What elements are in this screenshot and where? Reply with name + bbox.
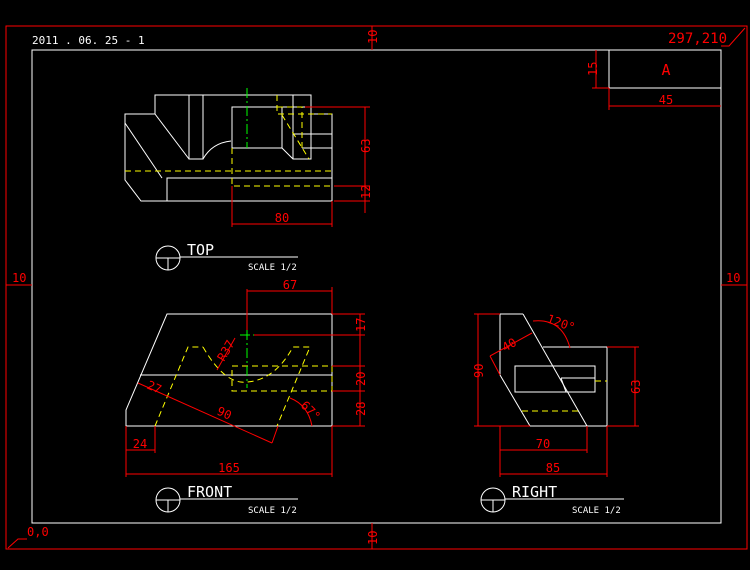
svg-text:80: 80 <box>275 211 289 225</box>
svg-text:24: 24 <box>133 437 147 451</box>
inner-frame <box>31 49 722 524</box>
svg-text:297,210: 297,210 <box>668 31 727 47</box>
svg-text:63: 63 <box>359 139 373 153</box>
svg-text:85: 85 <box>546 461 560 475</box>
svg-text:67°: 67° <box>298 398 323 423</box>
top-view-label: TOP SCALE 1/2 <box>155 241 298 273</box>
outer-frame <box>5 25 748 550</box>
svg-text:120°: 120° <box>545 312 577 335</box>
svg-text:0,0: 0,0 <box>27 525 49 539</box>
svg-text:70: 70 <box>536 437 550 451</box>
svg-text:90: 90 <box>472 364 486 378</box>
paper-size-label: 297,210 <box>668 27 746 47</box>
top-view[interactable]: 63 12 80 TOP SCALE 1/2 <box>124 88 373 273</box>
top-dims: 63 12 80 <box>231 106 373 227</box>
origin-label: 0,0 <box>7 525 49 549</box>
svg-text:10: 10 <box>12 271 26 285</box>
margin-dims: 10 10 10 10 <box>6 26 747 549</box>
svg-text:12: 12 <box>359 185 373 199</box>
svg-text:63: 63 <box>629 380 643 394</box>
right-dims: 90 63 70 85 40 120° <box>472 312 643 477</box>
svg-text:RIGHT: RIGHT <box>512 483 557 501</box>
svg-text:17: 17 <box>354 318 368 332</box>
svg-text:90: 90 <box>215 404 234 423</box>
title-block: A 15 45 <box>586 49 722 110</box>
svg-text:SCALE 1/2: SCALE 1/2 <box>248 263 297 273</box>
svg-text:FRONT: FRONT <box>187 483 232 501</box>
svg-text:20: 20 <box>354 372 368 386</box>
svg-text:15: 15 <box>586 62 600 76</box>
right-view-label: RIGHT SCALE 1/2 <box>480 483 624 516</box>
front-dims: 67 17 20 28 24 165 27 90 R37 67° <box>125 278 368 477</box>
svg-text:165: 165 <box>218 461 240 475</box>
svg-text:67: 67 <box>283 278 297 292</box>
svg-text:SCALE 1/2: SCALE 1/2 <box>572 506 621 516</box>
right-view[interactable]: 90 63 70 85 40 120° RIGHT SCALE 1/2 <box>472 312 643 516</box>
front-view[interactable]: 67 17 20 28 24 165 27 90 R37 67° FRONT S… <box>125 278 368 516</box>
svg-text:10: 10 <box>366 30 380 44</box>
date-code: 2011 . 06. 25 - 1 <box>32 34 145 47</box>
svg-text:28: 28 <box>354 402 368 416</box>
svg-text:10: 10 <box>726 271 740 285</box>
front-view-label: FRONT SCALE 1/2 <box>155 483 298 516</box>
svg-text:R37: R37 <box>214 338 237 364</box>
svg-text:45: 45 <box>659 93 673 107</box>
svg-text:SCALE 1/2: SCALE 1/2 <box>248 506 297 516</box>
svg-text:A: A <box>661 61 670 79</box>
svg-text:27: 27 <box>145 378 164 397</box>
svg-text:TOP: TOP <box>187 241 214 259</box>
svg-text:40: 40 <box>500 335 520 354</box>
svg-text:10: 10 <box>366 531 380 545</box>
